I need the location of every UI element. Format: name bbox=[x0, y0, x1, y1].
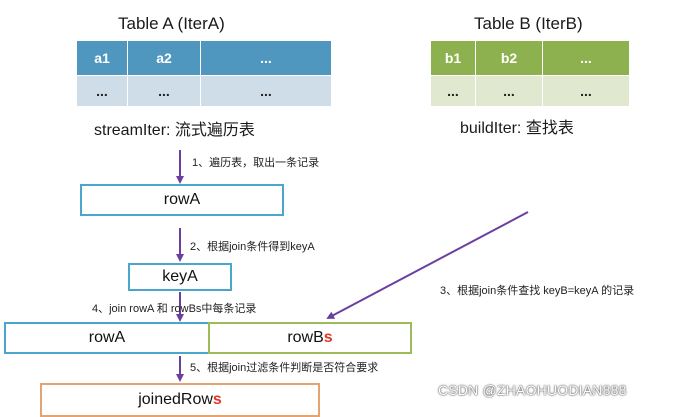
table-a-header-cell: a2 bbox=[127, 40, 201, 76]
joined-rows-base: joinedRow bbox=[138, 391, 213, 408]
joined-rows-label: joinedRows bbox=[138, 391, 222, 409]
table-b-title: Table B (IterB) bbox=[474, 14, 583, 33]
step-1-label: 1、遍历表，取出一条记录 bbox=[192, 157, 320, 169]
table-a: a1 a2 ... ... ... ... bbox=[76, 40, 332, 107]
arrow-step3 bbox=[326, 211, 529, 319]
table-b-header-cell: b1 bbox=[430, 40, 476, 76]
row-a-label: rowA bbox=[163, 191, 201, 208]
table-b-caption: buildIter: 查找表 bbox=[460, 120, 574, 137]
table-a-title: Table A (IterA) bbox=[118, 14, 225, 33]
row-bs-base: rowB bbox=[287, 329, 324, 346]
table-b-cell: ... bbox=[542, 75, 630, 107]
step-2-label: 2、根据join条件得到keyA bbox=[190, 241, 315, 253]
key-a-box: keyA bbox=[128, 263, 232, 291]
table-b-cell: ... bbox=[475, 75, 543, 107]
table-a-header-cell: ... bbox=[200, 40, 332, 76]
table-a-cell: ... bbox=[200, 75, 332, 107]
step-4-label: 4、join rowA 和 rowBs中每条记录 bbox=[92, 303, 257, 315]
joined-rows-suffix: s bbox=[212, 391, 222, 408]
table-b-header-cell: b2 bbox=[475, 40, 543, 76]
row-bs-box: rowBs bbox=[208, 322, 412, 354]
table-b-header-cell: ... bbox=[542, 40, 630, 76]
table-b-cell: ... bbox=[430, 75, 476, 107]
table-a-caption: streamIter: 流式遍历表 bbox=[94, 122, 255, 139]
step-5-label: 5、根据join过滤条件判断是否符合要求 bbox=[190, 362, 379, 374]
table-b: b1 b2 ... ... ... ... bbox=[430, 40, 630, 107]
joined-rows-box: joinedRows bbox=[40, 383, 320, 417]
watermark: CSDN @ZHAOHUODIAN888 bbox=[438, 382, 627, 398]
row-a-join-box: rowA bbox=[4, 322, 210, 354]
row-a-box: rowA bbox=[80, 184, 284, 216]
key-a-label: keyA bbox=[162, 268, 198, 285]
row-a-join-label: rowA bbox=[88, 329, 126, 346]
step-3-label: 3、根据join条件查找 keyB=keyA 的记录 bbox=[440, 285, 635, 297]
table-a-cell: ... bbox=[127, 75, 201, 107]
row-bs-suffix: s bbox=[323, 329, 333, 346]
flow-arrows bbox=[176, 150, 529, 382]
table-a-cell: ... bbox=[76, 75, 128, 107]
row-bs-label: rowBs bbox=[287, 329, 332, 347]
